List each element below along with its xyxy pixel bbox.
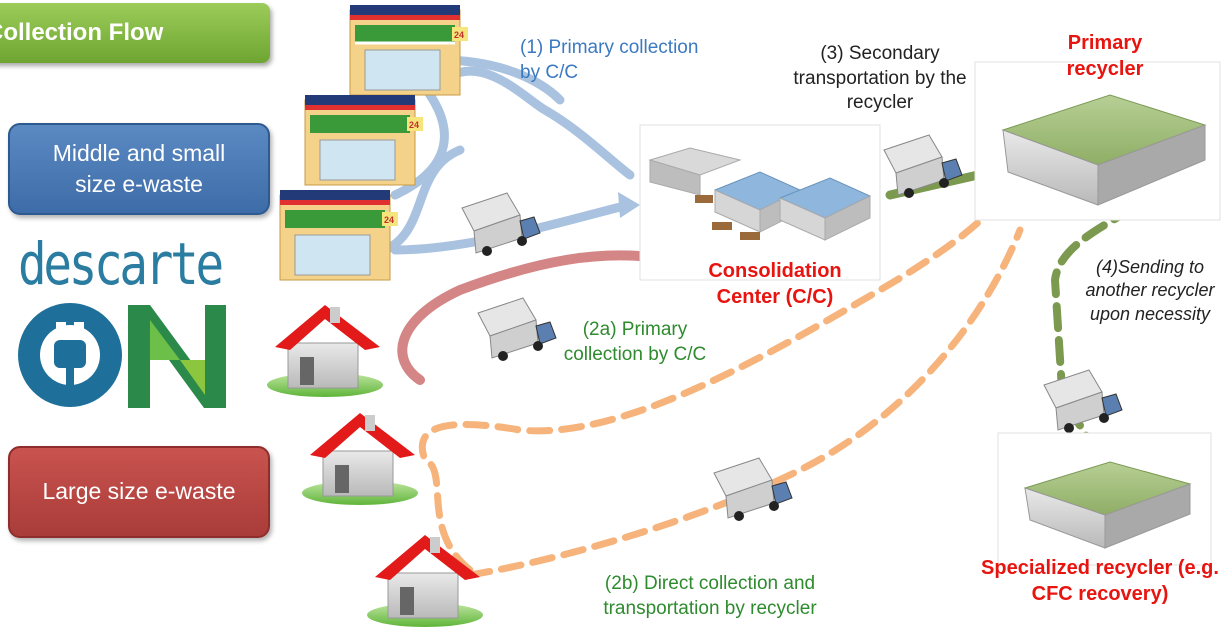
descarte-on-logo-mark: [18, 303, 226, 408]
category-large-ewaste: Large size e-waste: [8, 446, 270, 538]
step-1-label: (1) Primary collection by C/C: [520, 37, 699, 83]
consolidation-center-illustration: [639, 124, 881, 281]
store-icon: 24: [279, 190, 398, 281]
descarte-logo-text: descarte: [18, 230, 224, 298]
store-sign-24: 24: [384, 215, 394, 225]
specialized-recycler-label: Specialized recycler (e.g. CFC recovery): [981, 557, 1219, 605]
category-large-label: Large size e-waste: [42, 478, 236, 505]
page-title: Collection Flow: [0, 3, 270, 63]
step-3-label: (3) Secondary transportation by the recy…: [793, 43, 967, 114]
category-small-label: Middle and small size e-waste: [52, 139, 226, 197]
house-icon: [267, 305, 383, 397]
red-flow-arrow: [397, 250, 665, 385]
primary-recycler-label: Primary recycler: [1066, 32, 1144, 80]
store-icon: 24: [349, 5, 468, 96]
house-icon: [302, 413, 418, 505]
truck-icon: [713, 457, 793, 521]
truck-icon: [461, 192, 541, 256]
truck-icon: [883, 134, 963, 198]
house-icon: [367, 535, 483, 627]
step-2b-label: (2b) Direct collection and transportatio…: [603, 573, 817, 619]
store-sign-24: 24: [409, 120, 419, 130]
blue-arrowhead: [618, 192, 640, 218]
store-icon: 24: [304, 95, 423, 186]
consolidation-center-label: Consolidation Center (C/C): [708, 260, 842, 308]
step-2a-label: (2a) Primary collection by C/C: [563, 319, 707, 365]
category-small-ewaste: Middle and small size e-waste: [8, 123, 270, 215]
orange-flow-arrows: [418, 196, 1024, 579]
truck-icon: [1043, 369, 1123, 433]
primary-recycler-building: [974, 61, 1221, 221]
store-sign-24: 24: [454, 30, 464, 40]
specialized-recycler-building: [997, 432, 1212, 566]
truck-icon: [477, 297, 557, 361]
step-4-label: (4)Sending to another recycler upon nece…: [1085, 257, 1215, 324]
